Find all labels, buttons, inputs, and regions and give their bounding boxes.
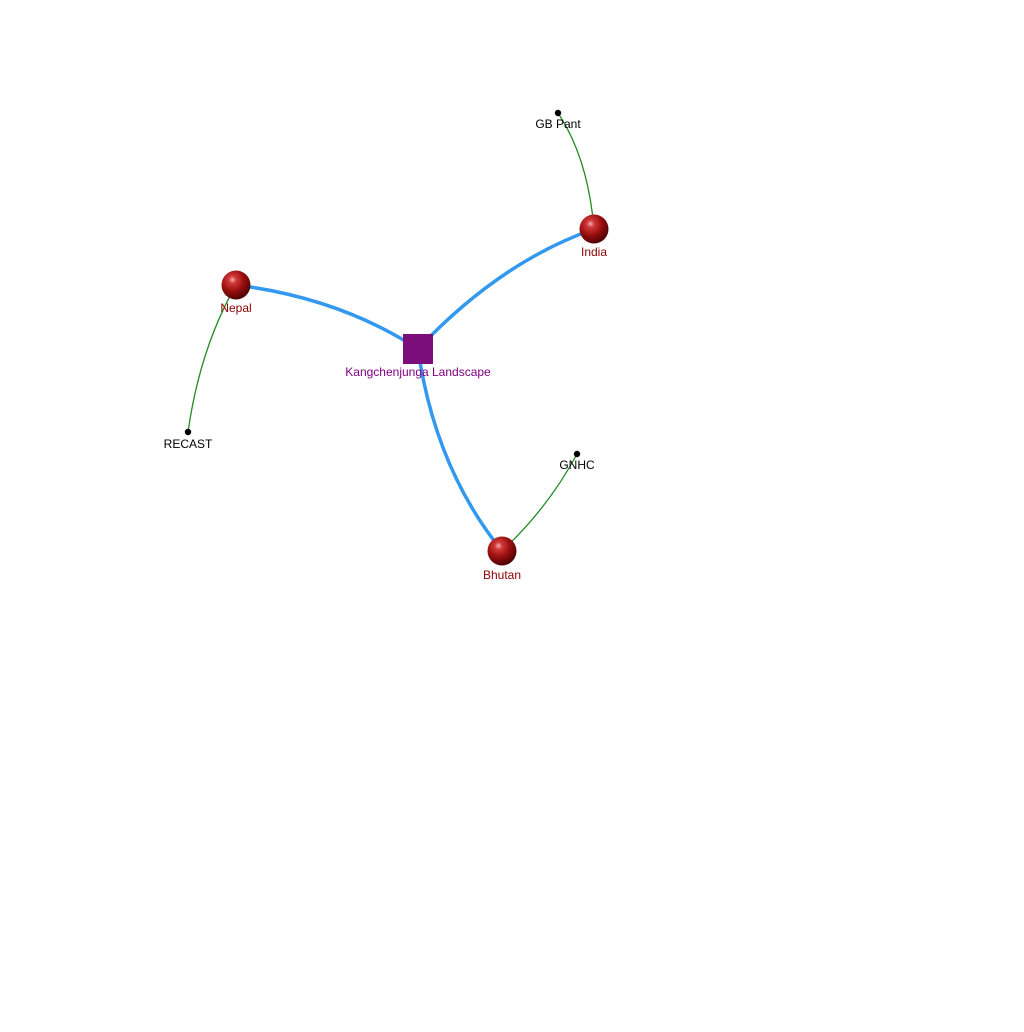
country-node-bhutan[interactable] xyxy=(487,536,517,566)
edge-hub-india xyxy=(416,227,595,351)
country-node-india[interactable] xyxy=(579,214,609,244)
edge-hub-nepal xyxy=(235,283,419,351)
edge-nepal-recast xyxy=(187,284,237,433)
partner-node-gb-pant[interactable] xyxy=(554,109,562,117)
country-label-india: India xyxy=(581,245,607,259)
partner-node-recast[interactable] xyxy=(184,428,192,436)
hub-node[interactable] xyxy=(403,334,433,364)
partner-label-recast: RECAST xyxy=(164,437,213,451)
hub-label: Kangchenjunga Landscape xyxy=(345,365,491,379)
partner-label-gb-pant: GB Pant xyxy=(535,117,581,131)
edge-hub-bhutan xyxy=(416,348,504,553)
country-label-bhutan: Bhutan xyxy=(483,568,521,582)
edge-india-gb-pant xyxy=(557,112,595,230)
country-node-nepal[interactable] xyxy=(221,270,251,300)
country-label-nepal: Nepal xyxy=(220,301,251,315)
partner-label-gnhc: GNHC xyxy=(559,458,595,472)
partner-node-gnhc[interactable] xyxy=(573,450,581,458)
